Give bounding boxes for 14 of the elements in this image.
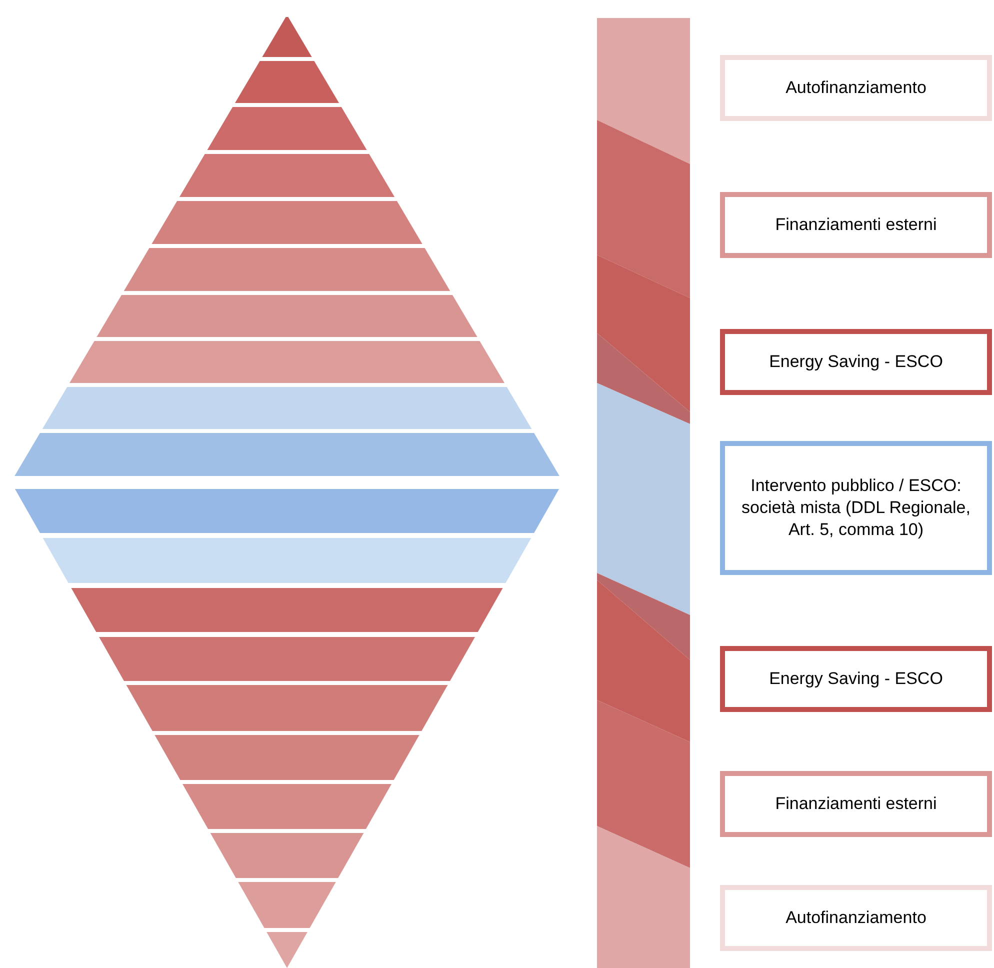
text-box [720,885,992,951]
box-label: Intervento pubblico / ESCO: società mista (DDL Regionale, Art. 5, comma 10) [740,474,972,542]
box-label: Finanziamenti esterni [775,792,937,815]
text-box [720,771,992,837]
box-label: Energy Saving - ESCO [769,350,943,373]
box-label: Autofinanziamento [786,906,926,929]
box-label: Energy Saving - ESCO [769,668,943,690]
box-label: Autofinanziamento [786,76,926,99]
text-box [720,192,992,258]
text-box [720,646,992,712]
text-box [720,55,992,121]
box-label: Finanziamenti esterni [775,214,937,236]
text-box [720,329,992,395]
text-box [720,441,992,575]
